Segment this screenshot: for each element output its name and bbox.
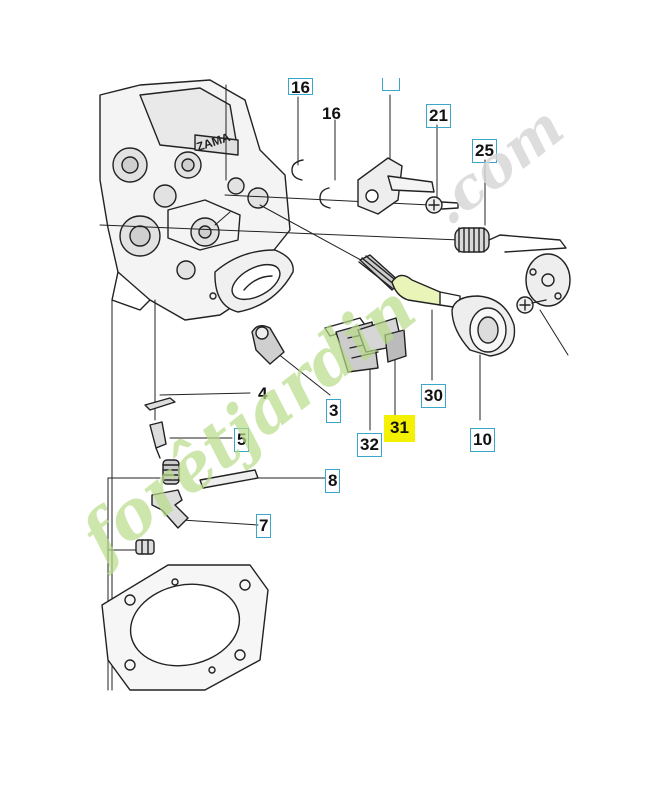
part-4-pin xyxy=(144,397,176,411)
side-plate xyxy=(525,253,571,307)
carburetor-body xyxy=(99,79,294,321)
plate-screw xyxy=(516,296,547,314)
part-5-needle xyxy=(149,421,167,459)
bottom-screw xyxy=(135,539,155,555)
callout-30: 30 xyxy=(421,384,446,408)
callout-7: 7 xyxy=(256,514,272,538)
part-25-spring xyxy=(454,227,567,253)
small-spring xyxy=(162,459,180,485)
gasket xyxy=(101,564,269,691)
part-7-lever xyxy=(151,489,189,529)
callout-top-edge xyxy=(382,78,400,91)
callout-32: 32 xyxy=(357,433,382,457)
part-3-jet xyxy=(251,325,285,365)
callout-4: 4 xyxy=(258,384,268,403)
needle-assembly xyxy=(324,254,461,373)
callout-10: 10 xyxy=(470,428,495,452)
callout-5: 5 xyxy=(234,428,250,452)
part-21-screw xyxy=(425,196,459,214)
callout-25: 25 xyxy=(472,139,497,163)
callout-21: 21 xyxy=(426,104,451,128)
part-16-clip xyxy=(291,159,331,209)
part-10-fitting xyxy=(451,295,516,357)
callout-8: 8 xyxy=(325,469,341,493)
callout-16: 16 xyxy=(322,104,341,123)
callout-3: 3 xyxy=(326,399,342,423)
part-8-shaft xyxy=(199,469,259,489)
leader-lines xyxy=(99,84,569,691)
throttle-lever xyxy=(357,157,435,215)
callout-31-highlighted: 31 xyxy=(384,415,415,442)
callout-16-top: 16 xyxy=(288,78,313,95)
